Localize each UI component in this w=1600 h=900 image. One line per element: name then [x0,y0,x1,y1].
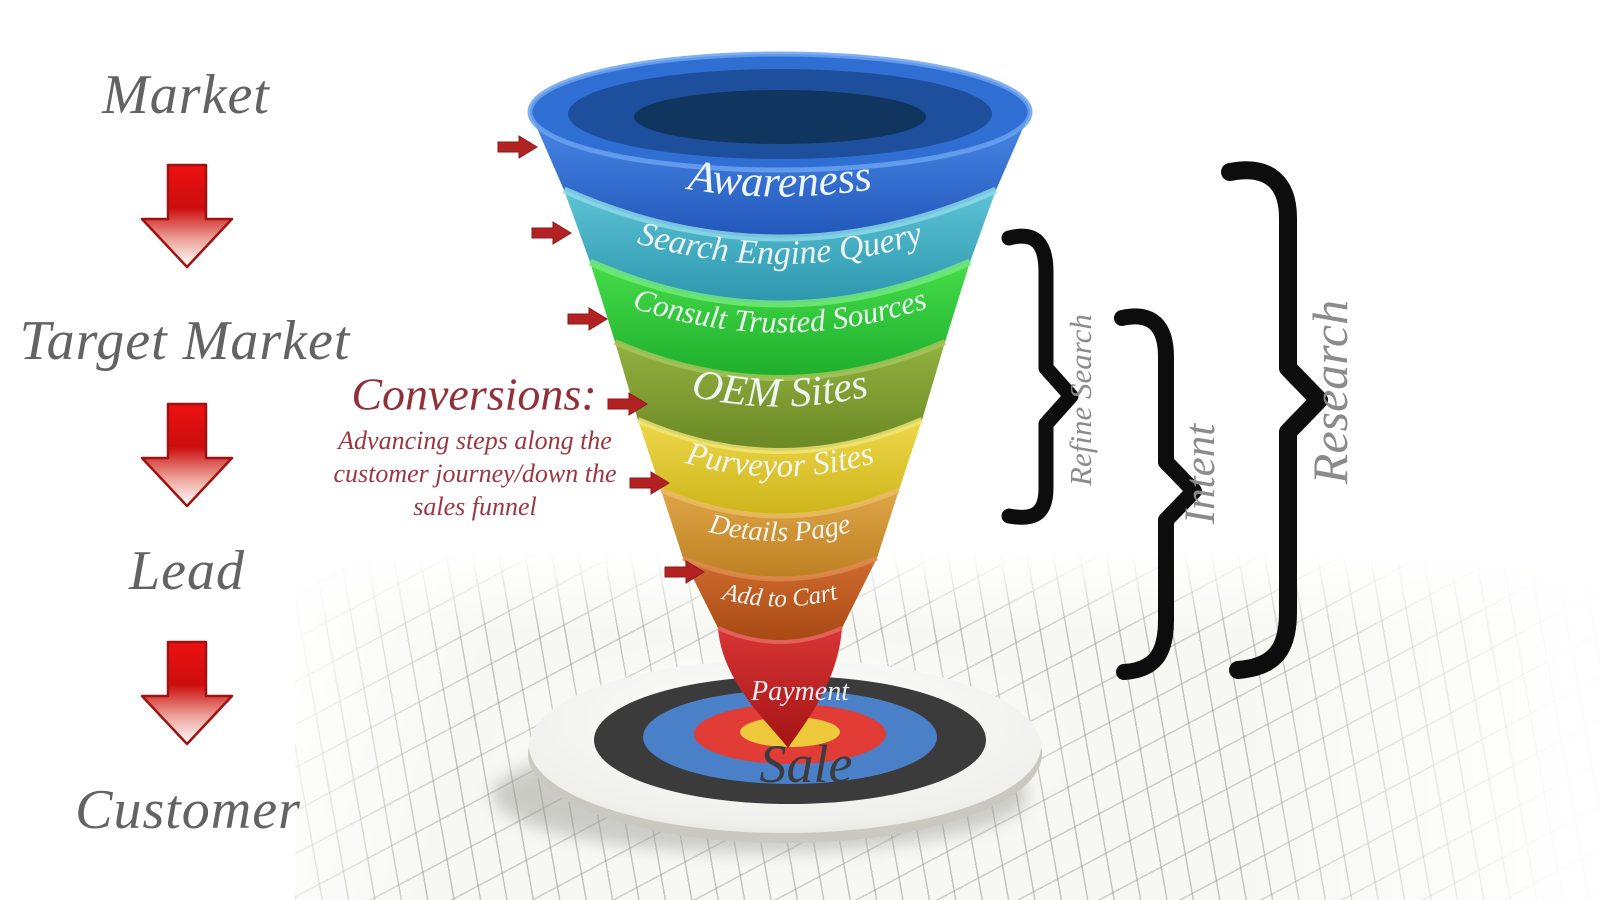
brace-label-refine-search: Refine Search [1063,314,1098,487]
funnel-stage-label-payment: Payment [750,676,850,707]
funnel-stage-band: Details Page [659,487,901,579]
brace-label-intent: Intent [1177,423,1224,525]
curly-brace-icon-refine-search [1001,228,1079,525]
svg-text:Awareness: Awareness [683,150,875,206]
funnel-stage-band [717,626,843,748]
flow-step-customer: Customer [75,779,301,841]
conversions-description: Advancing steps along the customer journ… [322,424,628,523]
conversions-title: Conversions: [351,368,597,420]
flow-step-market: Market [102,64,270,126]
funnel-stage-label: Awareness [683,150,875,206]
sale-label: Sale [760,734,853,794]
flow-step-lead: Lead [129,540,245,602]
funnel-stage-band: Add to Cart [682,555,878,642]
flow-step-target-market: Target Market [19,310,351,372]
funnel-stage-band: Awareness [527,51,1033,238]
conversions-description-line: sales funnel [413,492,537,521]
curly-brace-icon-research [1221,161,1328,679]
down-arrow-icon [140,402,234,508]
brace-group [1001,161,1328,680]
conversions-description-line: customer journey/down the [333,459,617,488]
right-arrow-icon [567,307,608,331]
brace-label-research: Research [1302,300,1358,485]
down-arrow-icon [140,163,234,269]
down-arrow-icon [140,640,234,746]
right-arrow-icon [531,221,572,245]
right-arrow-icon [497,135,538,159]
curly-brace-icon-intent [1114,308,1202,680]
funnel: Awareness Search Engine Query Consult Tr… [527,51,1033,794]
conversions-description-line: Advancing steps along the [338,426,612,455]
